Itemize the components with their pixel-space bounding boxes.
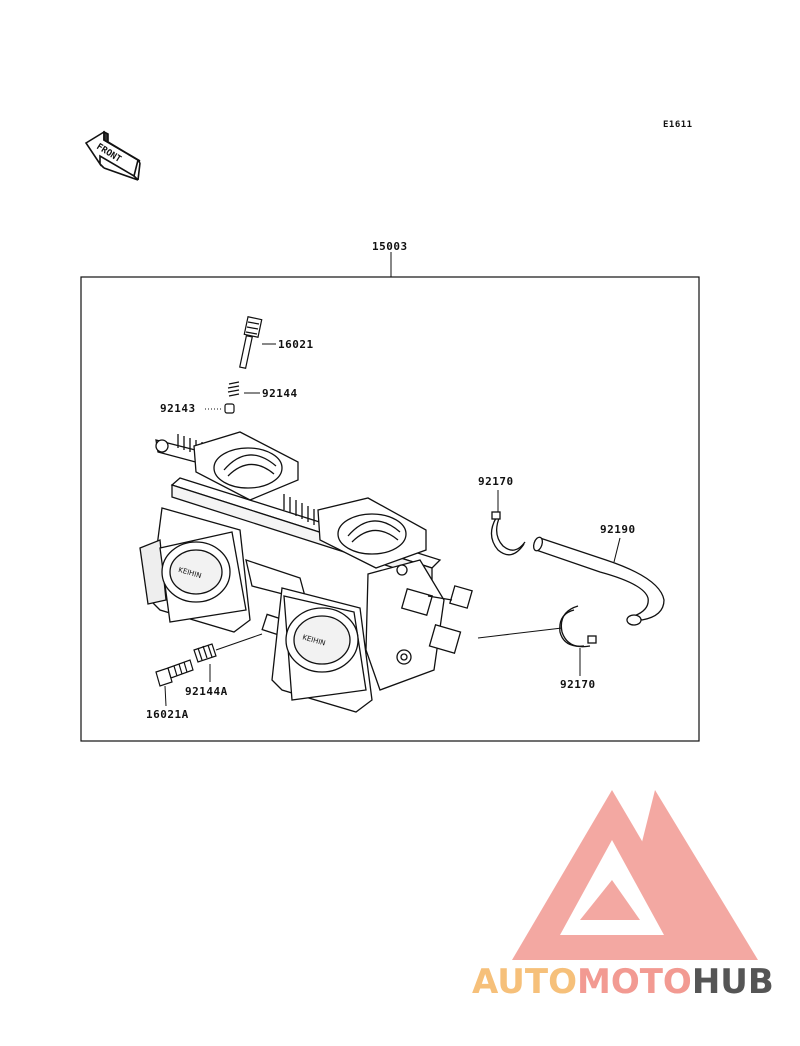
label-92190: 92190 <box>600 523 636 536</box>
assembly-frame <box>80 276 700 742</box>
clamp-92170-bottom <box>477 605 597 676</box>
watermark-hub: HUB <box>691 962 774 1002</box>
diagram-code: E1611 <box>663 120 693 130</box>
hose-92190 <box>532 536 665 626</box>
clamp-92170-top <box>490 490 526 556</box>
watermark-logo-icon <box>512 790 758 960</box>
pilot-screw-16021 <box>239 316 276 369</box>
washer-92143 <box>205 403 235 414</box>
spring-92144 <box>227 381 260 397</box>
label-92144: 92144 <box>262 387 298 400</box>
spring-92144A <box>193 633 263 682</box>
label-15003: 15003 <box>372 240 408 253</box>
label-92144A: 92144A <box>185 685 228 698</box>
label-92143: 92143 <box>160 402 196 415</box>
watermark-moto: MOTO <box>576 962 692 1002</box>
front-arrow-icon <box>84 130 141 181</box>
carburetor-body: KEIHIN KEIHIN <box>139 431 473 713</box>
watermark-auto: AUTO <box>472 962 577 1002</box>
label-92170-top: 92170 <box>478 475 514 488</box>
label-92170-bottom: 92170 <box>560 678 596 691</box>
watermark-text: AUTOMOTOHUB <box>472 962 774 1002</box>
screw-16021A <box>155 659 194 707</box>
label-16021: 16021 <box>278 338 314 351</box>
label-16021A: 16021A <box>146 708 189 721</box>
